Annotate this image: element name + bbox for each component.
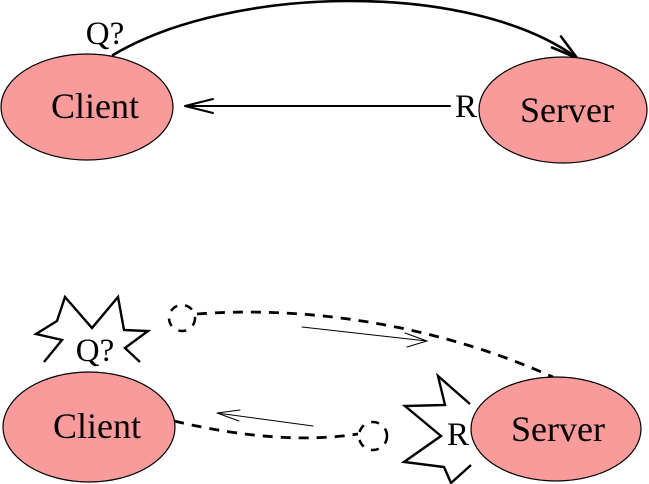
bottom-query-label: Q? [76, 333, 114, 369]
top-query-arrowhead-icon [550, 35, 581, 62]
top-client-label: Client [51, 86, 139, 126]
top-query-arc [111, 0, 579, 60]
bottom-server-ellipse [470, 376, 642, 482]
top-server-ellipse [478, 56, 648, 164]
bottom-server-label: Server [511, 409, 605, 449]
bottom-client-label: Client [53, 406, 141, 446]
bottom-client-ellipse [2, 371, 176, 483]
top-reply-arrowhead-icon [184, 98, 214, 114]
bottom-reply-label: R [447, 417, 469, 453]
top-panel: Q? R Client Server [0, 0, 648, 164]
query-direction-arrow-icon [301, 326, 429, 348]
bottom-reply-dashed-arc [173, 419, 359, 440]
reply-loss-circle-icon [357, 420, 389, 452]
bottom-reply-burst-icon [400, 372, 472, 484]
top-query-label: Q? [86, 16, 124, 52]
bottom-query-dashed-arc [196, 310, 554, 379]
reply-direction-arrow-icon [216, 409, 314, 427]
top-reply-label: R [455, 89, 477, 125]
top-server-label: Server [520, 90, 614, 130]
bottom-panel: Q? R Client Server [2, 294, 642, 484]
query-loss-circle-icon [167, 303, 197, 333]
top-client-ellipse [0, 53, 174, 161]
bottom-query-burst-icon [32, 294, 152, 363]
